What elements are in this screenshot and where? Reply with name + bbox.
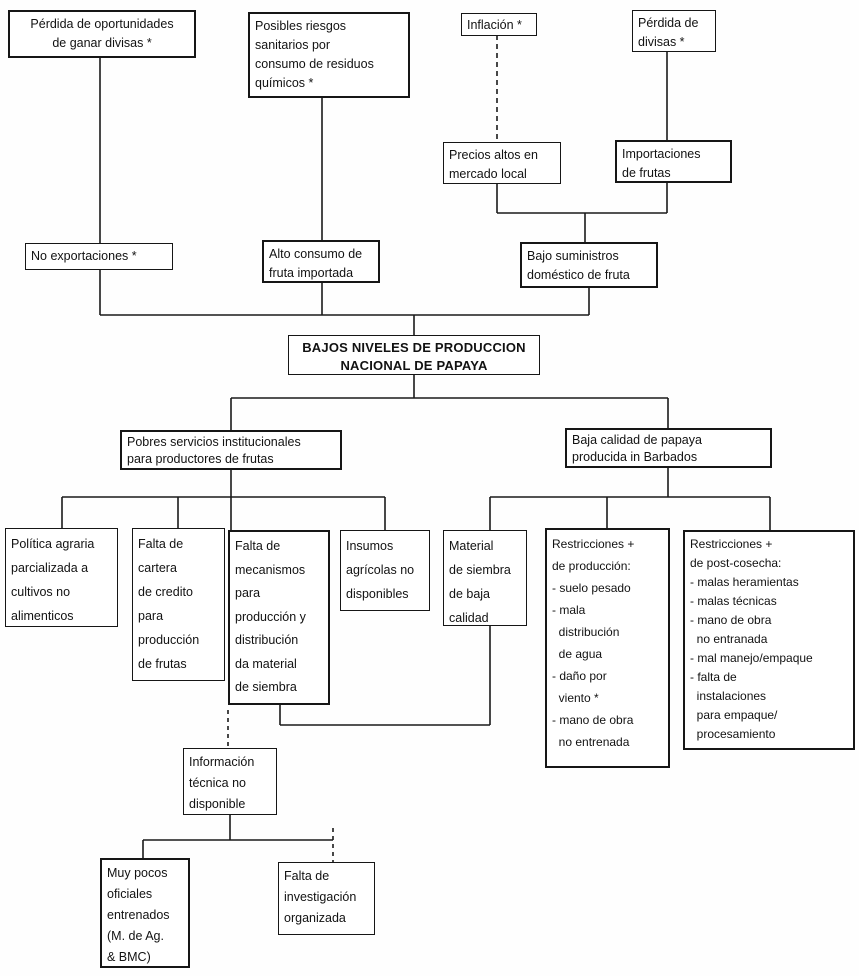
box-falta-cartera: Falta de cartera de credito para producc…: [132, 528, 225, 681]
box-alto-consumo: Alto consumo de fruta importada: [262, 240, 380, 283]
box-no-exportaciones: No exportaciones *: [25, 243, 173, 270]
box-importaciones: Importaciones de frutas: [615, 140, 732, 183]
box-problema-central: BAJOS NIVELES DE PRODUCCION NACIONAL DE …: [288, 335, 540, 375]
box-falta-mecanismos: Falta de mecanismos para producción y di…: [228, 530, 330, 705]
box-precios-altos: Precios altos en mercado local: [443, 142, 561, 184]
box-restricciones-produccion: Restricciones + de producción: - suelo p…: [545, 528, 670, 768]
box-falta-investigacion: Falta de investigación organizada: [278, 862, 375, 935]
box-posibles-riesgos: Posibles riesgos sanitarios por consumo …: [248, 12, 410, 98]
box-material-siembra: Material de siembra de baja calidad: [443, 530, 527, 626]
box-insumos-agricolas: Insumos agrícolas no disponibles: [340, 530, 430, 611]
box-muy-pocos-oficiales: Muy pocos oficiales entrenados (M. de Ag…: [100, 858, 190, 968]
box-bajo-suministros: Bajo suministros doméstico de fruta: [520, 242, 658, 288]
box-perdida-oportunidades: Pérdida de oportunidades de ganar divisa…: [8, 10, 196, 58]
box-baja-calidad: Baja calidad de papaya producida in Barb…: [565, 428, 772, 468]
box-informacion-tecnica: Información técnica no disponible: [183, 748, 277, 815]
box-inflacion: Inflación *: [461, 13, 537, 36]
box-restricciones-postcosecha: Restricciones + de post-cosecha: - malas…: [683, 530, 855, 750]
box-perdida-divisas: Pérdida de divisas *: [632, 10, 716, 52]
box-politica-agraria: Política agraria parcializada a cultivos…: [5, 528, 118, 627]
box-pobres-servicios: Pobres servicios institucionales para pr…: [120, 430, 342, 470]
